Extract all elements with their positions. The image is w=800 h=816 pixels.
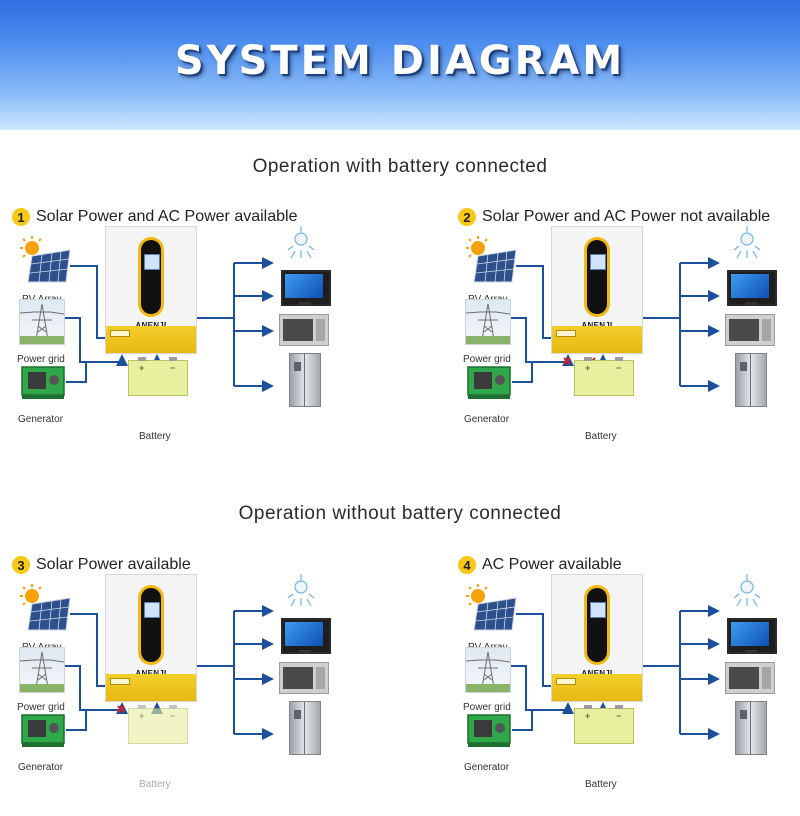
battery-icon: + − [574,357,634,396]
lcd-screen-icon [144,602,160,618]
generator-icon [21,714,65,747]
warning-label-icon [556,678,576,685]
inverter: ANENJI [105,574,197,702]
section-title-with-battery: Operation with battery connected [252,156,548,177]
lcd-screen-icon [144,254,160,270]
generator-icon [21,366,65,399]
lcd-screen-icon [590,254,606,270]
inverter-display [584,585,610,665]
light-bulb-icon [287,574,315,607]
warning-label-icon [110,330,130,337]
light-bulb-icon [733,226,761,259]
tv-icon [281,270,331,306]
battery-label: Battery [585,431,617,442]
panel-heading: 1 Solar Power and AC Power available [12,206,297,228]
inverter-display [138,237,164,317]
panel-4: 4 AC Power available [446,554,800,804]
battery-icon: + − [574,705,634,744]
power-grid-label: Power grid [463,354,511,365]
battery-icon: + − [128,705,188,744]
panel-1: 1 Solar Power and AC Power available [0,206,400,456]
light-bulb-icon [733,574,761,607]
disconnect-mark-grid [563,357,571,365]
refrigerator-icon [735,701,767,755]
panel-label: Solar Power available [36,556,191,573]
generator-label: Generator [464,414,510,425]
microwave-icon [725,662,775,694]
generator-label: Generator [464,762,510,773]
refrigerator-icon [289,701,321,755]
header-banner: SYSTEM DIAGRAM [0,0,800,130]
warning-label-icon [110,678,130,685]
panel-heading: 2 Solar Power and AC Power not available [458,206,770,228]
panel-label: AC Power available [482,556,622,573]
refrigerator-icon [735,353,767,407]
panel-heading: 3 Solar Power available [12,554,191,576]
panel-label: Solar Power and AC Power available [36,208,298,225]
tv-icon [281,618,331,654]
panel-3: 3 Solar Power available [0,554,400,804]
refrigerator-icon [289,353,321,407]
light-bulb-icon [287,226,315,259]
power-grid-icon [19,647,65,693]
power-grid-label: Power grid [463,702,511,713]
panel-label: Solar Power and AC Power not available [482,208,771,225]
warning-label-icon [556,330,576,337]
panel-2: 2 Solar Power and AC Power not available [446,206,800,456]
power-grid-icon [465,647,511,693]
inverter-accent-strip [552,326,642,353]
power-grid-label: Power grid [17,354,65,365]
inverter-brand-logo: ANENJI [552,669,642,678]
battery-label: Battery [139,779,171,790]
disconnect-mark-grid [117,705,125,713]
microwave-icon [279,314,329,346]
pv-array-icon [466,584,517,631]
inverter-brand-logo: ANENJI [106,669,196,678]
inverter: ANENJI [551,574,643,702]
inverter-display [584,237,610,317]
tv-icon [727,270,777,306]
microwave-icon [725,314,775,346]
pv-array-icon [466,236,517,283]
pv-array-icon [20,584,71,631]
inverter: ANENJI [551,226,643,354]
panel-number-badge: 1 [12,208,30,226]
battery-icon: + − [128,357,188,396]
inverter-accent-strip [552,674,642,701]
panel-number-badge: 4 [458,556,476,574]
inverter-brand-logo: ANENJI [552,321,642,330]
page-title: SYSTEM DIAGRAM [174,38,626,84]
panel-number-badge: 2 [458,208,476,226]
section-title-without-battery: Operation without battery connected [238,503,562,524]
inverter: ANENJI [105,226,197,354]
microwave-icon [279,662,329,694]
battery-label: Battery [139,431,171,442]
battery-label: Battery [585,779,617,790]
generator-icon [467,366,511,399]
panel-heading: 4 AC Power available [458,554,622,576]
generator-label: Generator [18,762,64,773]
panel-number-badge: 3 [12,556,30,574]
inverter-accent-strip [106,326,196,353]
power-grid-icon [19,299,65,345]
pv-array-icon [20,236,71,283]
generator-icon [467,714,511,747]
tv-icon [727,618,777,654]
power-grid-icon [465,299,511,345]
inverter-display [138,585,164,665]
power-grid-label: Power grid [17,702,65,713]
lcd-screen-icon [590,602,606,618]
inverter-brand-logo: ANENJI [106,321,196,330]
inverter-accent-strip [106,674,196,701]
generator-label: Generator [18,414,64,425]
